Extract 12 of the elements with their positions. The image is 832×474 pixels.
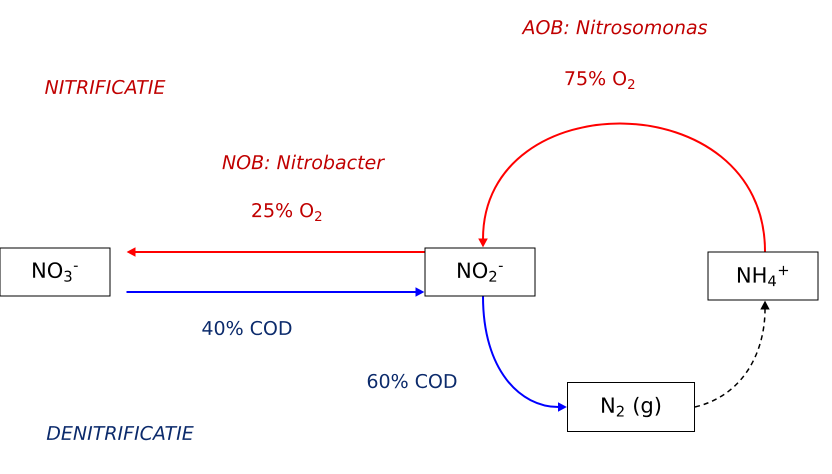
annotation: NOB: Nitrobacter bbox=[222, 154, 386, 170]
annotation: NITRIFICATIE bbox=[45, 80, 166, 94]
species-box: NO$_{2}$- bbox=[424, 248, 536, 296]
species-box: NH$_{4}$+ bbox=[708, 252, 818, 300]
species-box: N$_{2}$ (g) bbox=[567, 382, 695, 432]
edge-label: 60% COD bbox=[368, 374, 456, 388]
edge-label: 40% COD bbox=[202, 320, 292, 336]
species-box: NO$_{3}$- bbox=[0, 248, 110, 296]
edge-label: 75% O$_{2}$ bbox=[565, 71, 634, 89]
edge-label: 25% O$_{2}$ bbox=[252, 203, 322, 222]
annotation: DENITRIFICATIE bbox=[46, 426, 194, 440]
annotation: AOB: Nitrosomonas bbox=[521, 20, 708, 34]
